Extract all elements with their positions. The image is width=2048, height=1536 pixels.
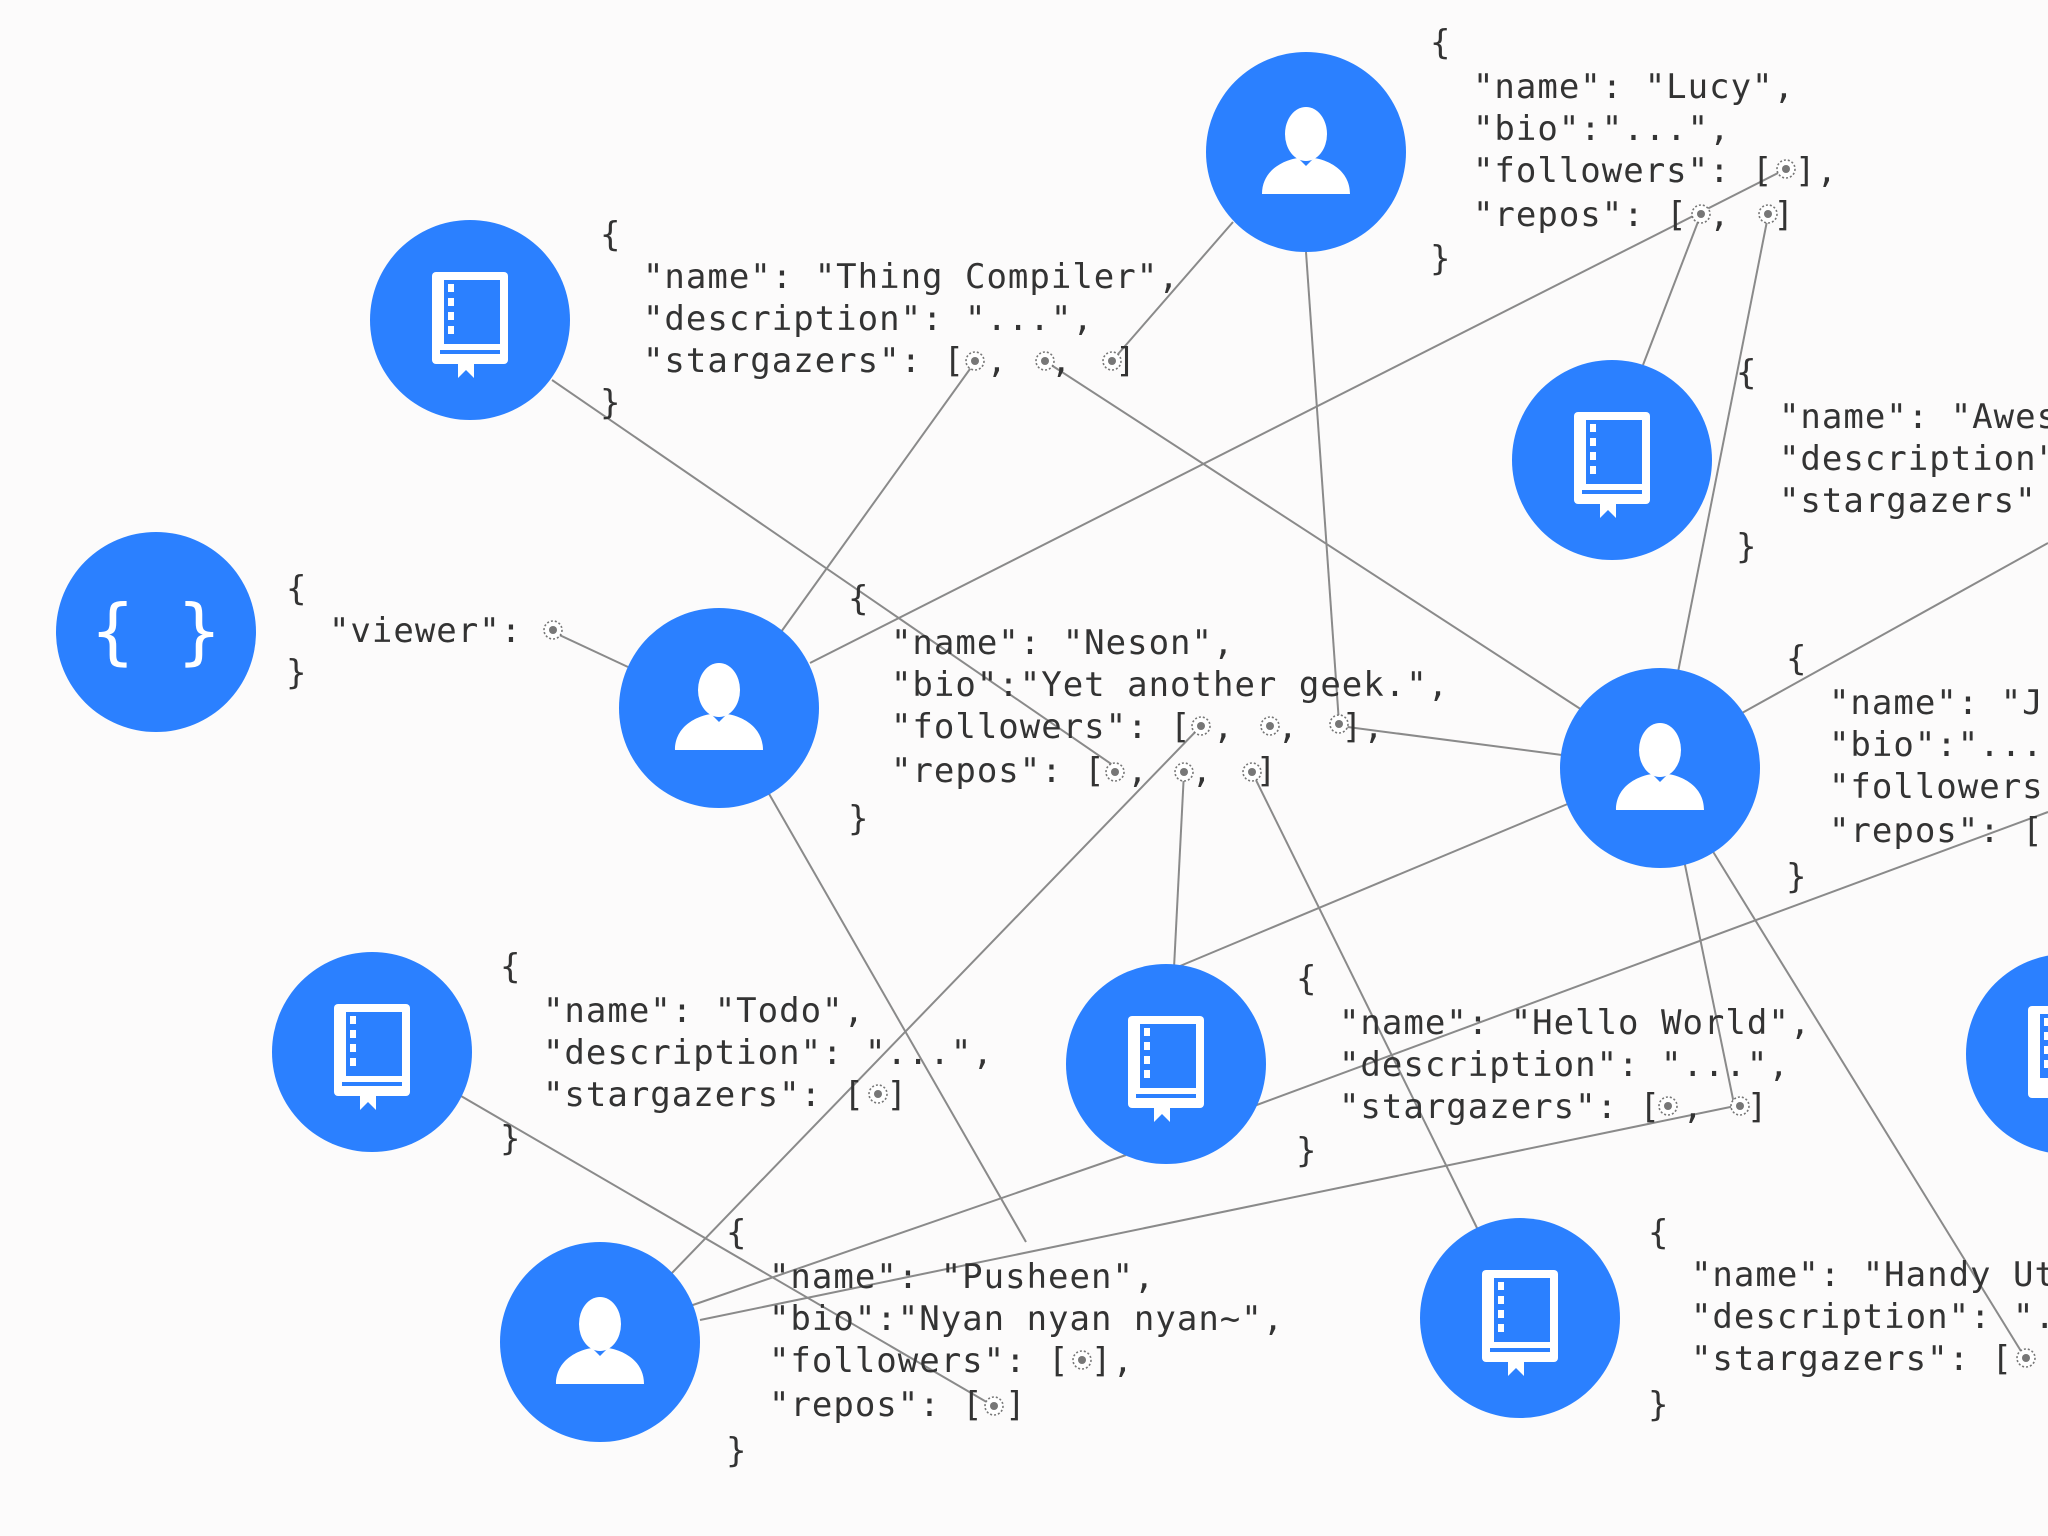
book-icon <box>2028 1006 2048 1098</box>
reference-dot <box>543 620 563 640</box>
reference-dot <box>1035 351 1055 371</box>
user-icon <box>675 663 763 750</box>
reference-dot <box>1242 762 1262 782</box>
json-block-lucy: { "name": "Lucy", "bio":"...", "follower… <box>0 0 1988 279</box>
book-icon <box>1574 412 1650 518</box>
edge <box>460 1095 991 1405</box>
user-node-neson[interactable] <box>619 608 819 808</box>
reference-dot <box>1776 159 1796 179</box>
json-block-pusheen: { "name": "Pusheen", "bio":"Nyan nyan ny… <box>726 1213 1283 1471</box>
edge <box>1642 213 1702 366</box>
reference-dot <box>1691 204 1711 224</box>
book-icon <box>334 1004 410 1110</box>
edge <box>551 379 1121 771</box>
json-block-neson: { "name": "Neson", "bio":"Yet another ge… <box>0 0 1599 839</box>
edge <box>1339 725 1563 756</box>
json-block-awes: { "name": "Awes "description" "stargazer… <box>0 0 2048 567</box>
edge <box>1741 542 2048 714</box>
reference-dot <box>1174 762 1194 782</box>
reference-dot <box>1191 716 1211 736</box>
reference-dot <box>1105 762 1125 782</box>
repo-node-hello-world[interactable] <box>1066 964 1266 1164</box>
edge <box>669 725 1202 1276</box>
edge <box>689 1154 1127 1307</box>
edge <box>809 168 1787 664</box>
braces-icon: { } <box>91 589 221 673</box>
reference-dot <box>1072 1350 1092 1370</box>
edge <box>1305 251 1340 724</box>
json-block-root: { "viewer": } <box>286 569 565 693</box>
book-icon <box>1128 1016 1204 1122</box>
user-icon <box>1616 723 1704 810</box>
reference-dot <box>1758 204 1778 224</box>
user-icon <box>556 1297 644 1384</box>
edge <box>1253 811 2048 1107</box>
edge <box>699 1104 1741 1321</box>
reference-dot <box>1658 1096 1678 1116</box>
user-node-lucy[interactable] <box>1206 52 1406 252</box>
repo-node-todo[interactable] <box>272 952 472 1152</box>
edge <box>552 631 629 668</box>
edge <box>1044 360 1583 711</box>
repo-node-right-edge[interactable] <box>1966 954 2048 1154</box>
edge <box>1711 849 2025 1357</box>
edge <box>1173 771 1185 969</box>
json-block-thing-compiler: { "name": "Thing Compiler", "description… <box>0 0 1330 423</box>
reference-dot <box>2016 1348 2036 1368</box>
json-block-todo: { "name": "Todo", "description": "...", … <box>0 0 1144 1159</box>
edge <box>780 361 976 633</box>
reference-dot <box>1102 351 1122 371</box>
edge <box>1111 221 1234 362</box>
edges <box>460 168 2048 1405</box>
user-node-pusheen[interactable] <box>500 1242 700 1442</box>
repo-node-thing-compiler[interactable] <box>370 220 570 420</box>
edge <box>1251 771 1479 1231</box>
user-icon <box>1262 107 1350 194</box>
query-node[interactable]: { } <box>56 532 256 732</box>
edge <box>1677 215 1769 673</box>
repo-node-handy[interactable] <box>1420 1218 1620 1418</box>
user-node-j[interactable] <box>1560 668 1760 868</box>
nodes: { } <box>56 52 2048 1442</box>
reference-dot <box>868 1084 888 1104</box>
reference-dot <box>965 351 985 371</box>
json-block-hello-world: { "name": "Hello World", "description": … <box>1296 959 1810 1171</box>
edge <box>1683 859 1735 1105</box>
json-blocks: { "viewer": } { "name": "Thing Compiler"… <box>0 0 2048 1471</box>
repo-node-awes[interactable] <box>1512 360 1712 560</box>
edge <box>1179 802 1571 967</box>
json-block-j: { "name": "J "bio":"... "followers "repo… <box>1786 639 2043 897</box>
book-icon <box>1482 1270 1558 1376</box>
reference-dot <box>1260 716 1280 736</box>
json-block-handy: { "name": "Handy Ut "description": ". "s… <box>1648 1213 2048 1425</box>
reference-dots <box>543 159 2036 1416</box>
reference-dot <box>1329 714 1349 734</box>
edge <box>767 791 1027 1243</box>
reference-dot <box>1730 1096 1750 1116</box>
book-icon <box>432 272 508 378</box>
reference-dot <box>984 1396 1004 1416</box>
